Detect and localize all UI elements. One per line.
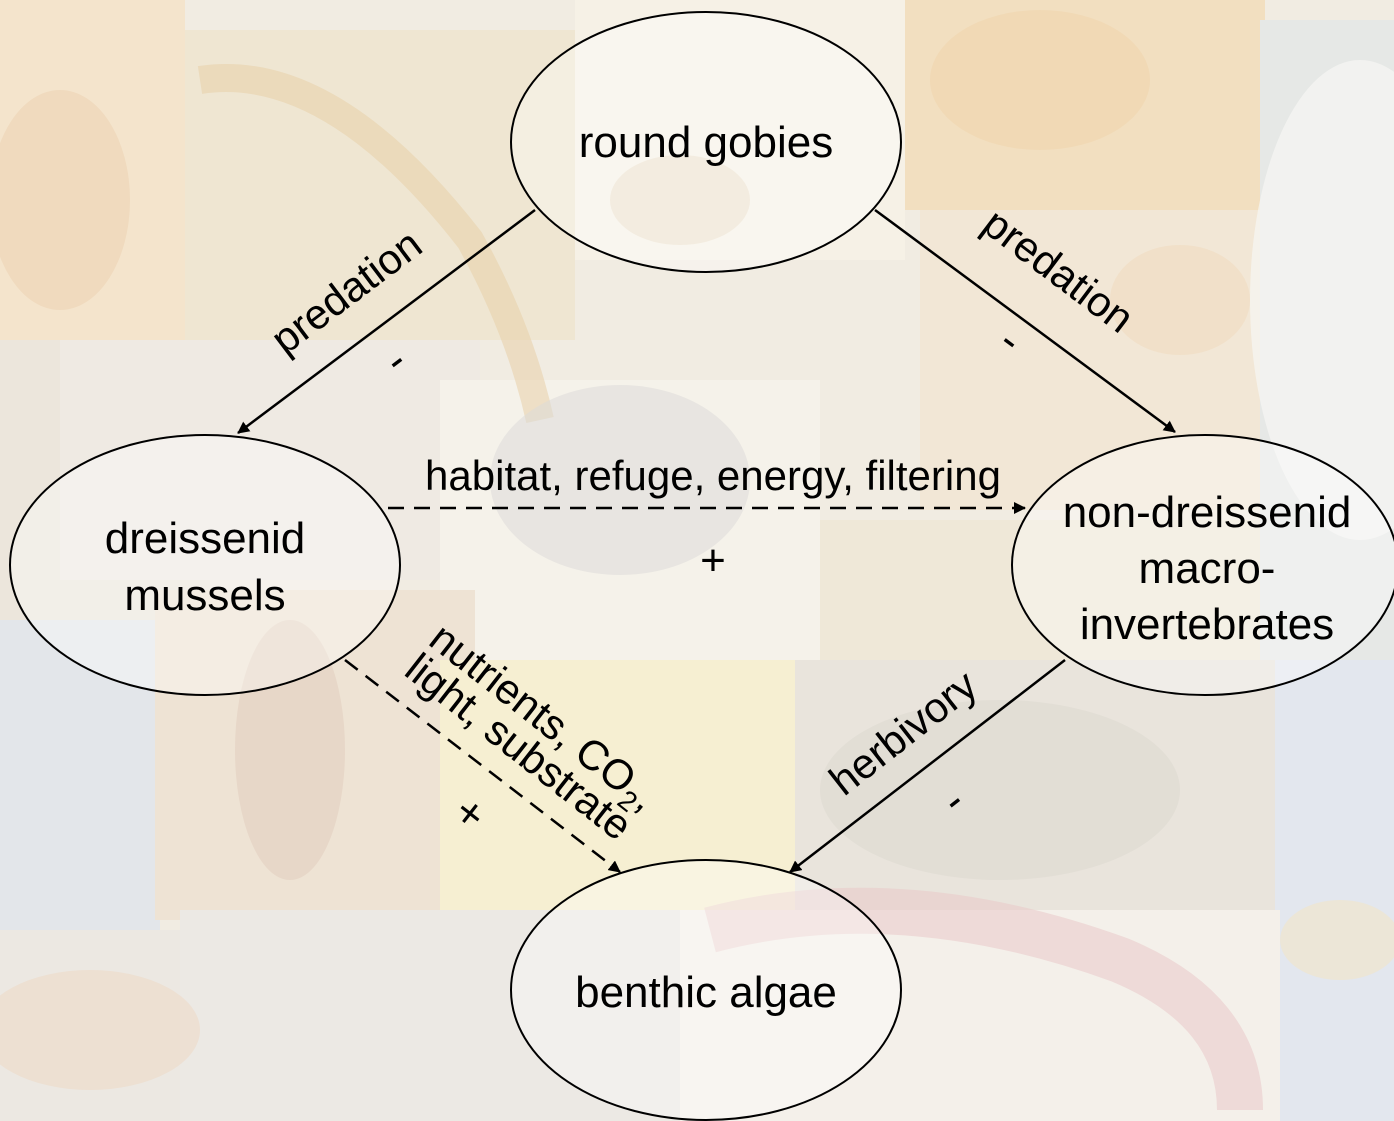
node-label-dreissenid-line2: mussels [124,571,285,620]
edge-sign-predation-left: - [375,336,416,384]
edge-arrow-gobies-to-mussels [237,209,536,434]
node-label-nondreissenid-line2: macro- [1139,544,1276,593]
node-label-dreissenid-line1: dreissenid [105,514,306,563]
edge-sign-nutrients: + [445,786,495,840]
node-non-dreissenid-macroinvertebrates [1011,434,1394,696]
edge-arrow-macroinvertebrates-to-algae [789,659,1066,873]
edge-label-herbivory: herbivory [821,661,986,804]
node-label-benthic-algae: benthic algae [575,968,837,1017]
node-label-nondreissenid-line1: non-dreissenid [1063,488,1352,537]
edge-label-predation-right: predation [975,199,1143,342]
edge-label-habitat: habitat, refuge, energy, filtering [425,452,1001,499]
node-benthic-algae [510,859,902,1121]
edge-sign-habitat: + [700,536,726,585]
edge-label-predation-left: predation [262,220,430,363]
edge-sign-herbivory: - [932,777,974,825]
edge-arrow-gobies-to-macroinvertebrates [874,208,1176,434]
node-dreissenid-mussels [9,434,401,696]
node-label-nondreissenid-line3: invertebrates [1080,600,1334,649]
edge-arrow-mussels-to-algae [344,659,621,873]
edge-sign-predation-right: - [990,316,1031,364]
node-label-round-gobies: round gobies [579,118,833,167]
node-round-gobies [510,11,902,273]
